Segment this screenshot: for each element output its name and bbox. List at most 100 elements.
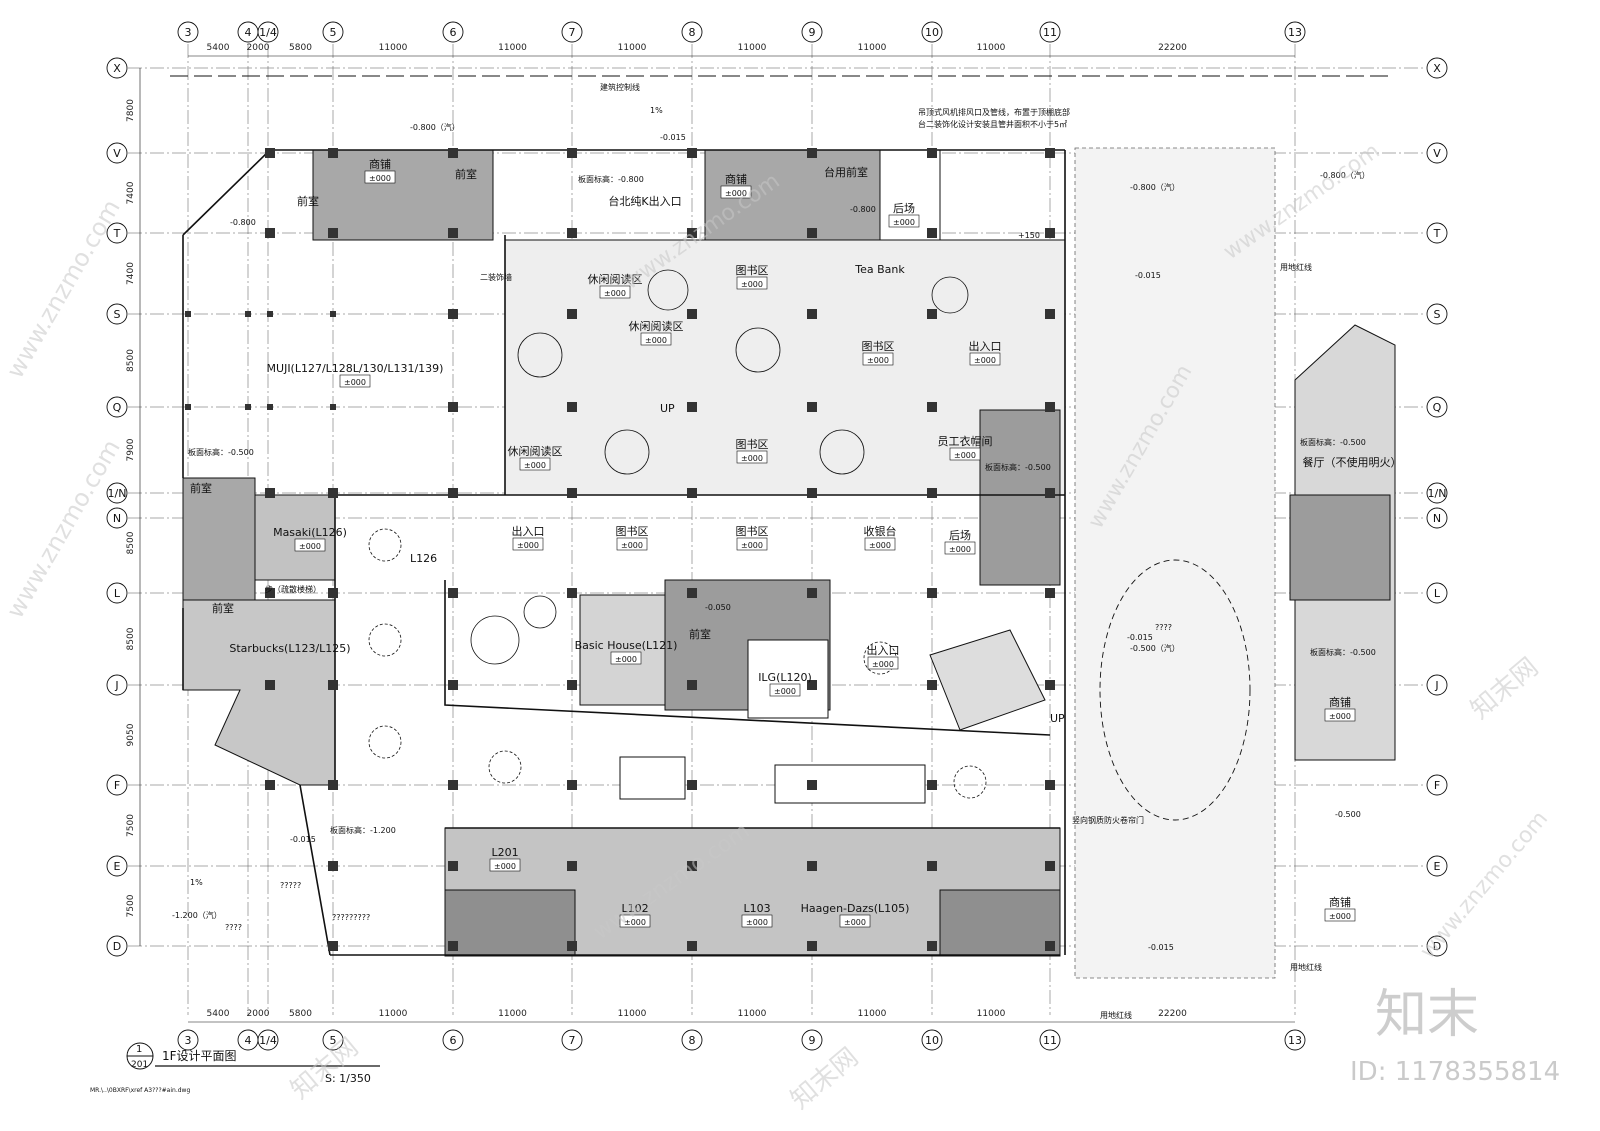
- column: [1045, 488, 1055, 498]
- room-level: ±000: [1329, 912, 1351, 921]
- zone-ilg: [747, 639, 829, 719]
- grid-bubble: [106, 855, 128, 877]
- room-level: ±000: [867, 356, 889, 365]
- column: [185, 404, 191, 410]
- dimension-label: 11000: [858, 1009, 887, 1019]
- column: [265, 780, 275, 790]
- grid-bubble-label: T: [1433, 227, 1441, 240]
- grid-bubble: [106, 57, 128, 79]
- room-level: ±000: [517, 541, 539, 550]
- dimension-label: 2000: [247, 1009, 270, 1019]
- label-fire-note: 竖向钢质防火卷帘门: [1072, 815, 1144, 825]
- columns: [185, 148, 1055, 951]
- level-marker: -0.500: [1335, 810, 1361, 819]
- grid-bubble-label: 11: [1043, 26, 1057, 39]
- column: [448, 309, 458, 319]
- dimension-label: 5800: [289, 1009, 312, 1019]
- grid-bubble-label: Q: [1433, 401, 1442, 414]
- room-level: ±000: [621, 541, 643, 550]
- grid-bubble: [322, 1029, 344, 1051]
- room-level-box: [862, 352, 894, 366]
- grid-bubble: [1284, 1029, 1306, 1051]
- room-name: 出入口: [512, 524, 545, 538]
- level-marker: -0.015: [1135, 271, 1161, 280]
- grid-bubble-label: T: [113, 227, 121, 240]
- column: [807, 309, 817, 319]
- zone-core-bottom-right: [939, 889, 1061, 957]
- grid-bubble: [106, 303, 128, 325]
- misc-labels: L126 UP UP 前室 前室 1% 1% 建筑控制线 用地红线 用地红线 用…: [190, 82, 1322, 1020]
- level-marker: 板面标高：-0.500: [1300, 437, 1366, 447]
- dimension-label: 11000: [738, 1009, 767, 1019]
- dimension-label: 7400: [126, 181, 136, 204]
- column: [1045, 402, 1055, 412]
- room-name: 图书区: [736, 438, 769, 451]
- grid-bubble-label: X: [113, 62, 121, 75]
- room-name: 图书区: [736, 525, 769, 538]
- column: [328, 780, 338, 790]
- grid-bubble-label: 10: [925, 1034, 939, 1047]
- column: [265, 680, 275, 690]
- grid-bubble-label: D: [113, 940, 121, 953]
- grid-bubble: [106, 396, 128, 418]
- room-level-box: [489, 858, 521, 872]
- room-level-box: [839, 914, 871, 928]
- room-level-box: [619, 914, 651, 928]
- watermark-id: ID: 1178355814: [1350, 1057, 1560, 1087]
- grid-bubble: [1039, 1029, 1061, 1051]
- dimension-label: 7800: [126, 99, 136, 122]
- room-name: 休闲阅读区: [629, 319, 684, 333]
- grid-bubble-label: 5: [330, 26, 337, 39]
- grid-bubble-label: N: [1433, 512, 1441, 525]
- room-level-box: [720, 185, 752, 199]
- grid-bubble-label: 11: [1043, 1034, 1057, 1047]
- column: [807, 861, 817, 871]
- grid-bubble: [1426, 396, 1448, 418]
- grid-bubble-label: 9: [809, 1034, 816, 1047]
- room-name: Starbucks(L123/L125): [229, 642, 350, 655]
- room-name: L201: [491, 846, 518, 859]
- grid-bubble: [442, 21, 464, 43]
- dimension-label: 11000: [858, 43, 887, 53]
- column: [448, 680, 458, 690]
- dimension-label: 11000: [379, 1009, 408, 1019]
- grid-bubble: [921, 21, 943, 43]
- dimension-label: 11000: [498, 43, 527, 53]
- room-level-box: [949, 447, 981, 461]
- dimension-label: 7500: [126, 814, 136, 837]
- grid-bubble: [1426, 303, 1448, 325]
- level-markers: -0.800（汽） -0.015 板面标高：-0.800 -0.800 -0.8…: [172, 122, 1376, 952]
- room-name: Haagen-Dazs(L105): [801, 902, 910, 915]
- room-level-box: [769, 683, 801, 697]
- room-level: ±000: [974, 356, 996, 365]
- grid-bubble-label: 7: [569, 26, 576, 39]
- grid-bubble-label: 3: [185, 26, 192, 39]
- room-level-box: [736, 450, 768, 464]
- room-level-box: [616, 537, 648, 551]
- level-marker: -0.050: [705, 603, 731, 612]
- zone-right-core: [1289, 494, 1391, 601]
- dimension-label: 7500: [126, 894, 136, 917]
- level-marker: -0.800: [850, 205, 876, 214]
- room-level-box: [519, 457, 551, 471]
- room-name: 后场: [893, 201, 915, 215]
- grid-bubble-label: 10: [925, 26, 939, 39]
- level-marker: -0.800（汽）: [410, 122, 460, 132]
- level-marker: -0.800: [230, 218, 256, 227]
- room-name: Basic House(L121): [575, 639, 678, 652]
- room-level-box: [364, 170, 396, 184]
- drawing-scale: S: 1/350: [325, 1072, 371, 1085]
- grid-bubble: [561, 21, 583, 43]
- dimension-label: 5800: [289, 43, 312, 53]
- zone-core-bottom-left: [444, 889, 576, 957]
- dimension-label: 22200: [1158, 1009, 1187, 1019]
- level-marker: -0.015: [1127, 633, 1153, 642]
- column: [927, 680, 937, 690]
- column: [567, 680, 577, 690]
- column: [267, 311, 273, 317]
- column: [330, 311, 336, 317]
- room-level: ±000: [1329, 712, 1351, 721]
- dimension-label: 11000: [618, 1009, 647, 1019]
- level-marker: -1.200（汽）: [172, 910, 222, 920]
